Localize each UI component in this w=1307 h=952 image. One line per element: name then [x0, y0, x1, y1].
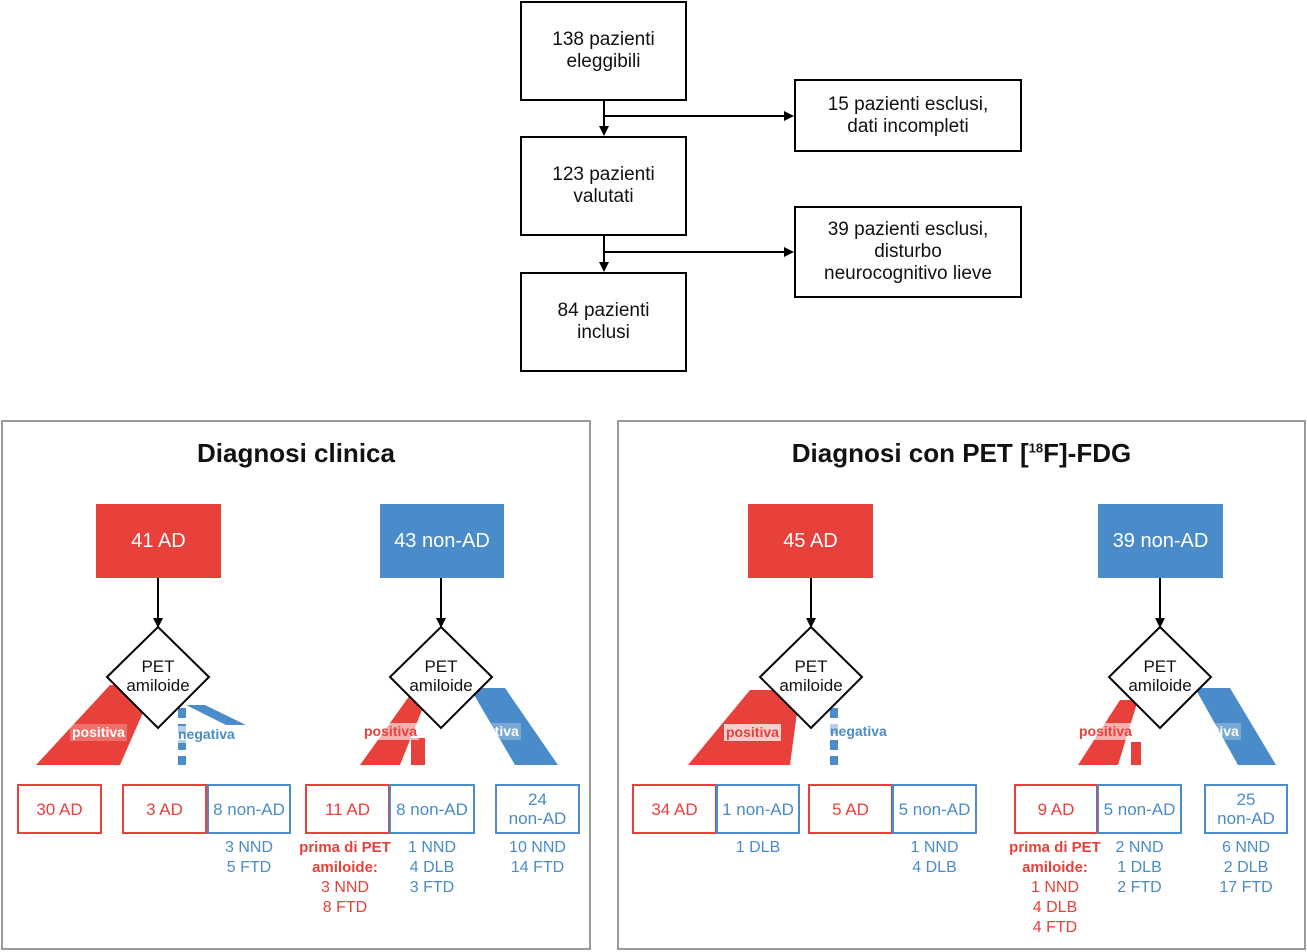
outcome-box: 8 non-AD [207, 784, 291, 834]
pet-decision-diamond [1107, 625, 1213, 730]
outcome-box: 3 AD [122, 784, 207, 834]
flow-connectors [599, 101, 794, 272]
negative-label: negativa [460, 723, 521, 740]
fdg-nonad-box: 39 non-AD [1098, 504, 1223, 578]
outcome-box: 5 AD [808, 784, 893, 834]
outcome-box: 5 non-AD [1097, 784, 1182, 834]
outcome-box: 30 AD [17, 784, 102, 834]
fdg-diagnosis-panel [617, 420, 1306, 950]
outcome-box: 11 AD [305, 784, 390, 834]
outcome-box: 34 AD [632, 784, 717, 834]
positive-label: positiva [724, 724, 781, 741]
breakdown-text: 1 DLB [735, 839, 781, 856]
positive-band [36, 685, 155, 765]
negative-band [1195, 688, 1276, 765]
clinical-panel-title: Diagnosi clinica [197, 438, 395, 468]
outcome-box: 9 AD [1014, 784, 1098, 834]
positive-label: positiva [1077, 723, 1134, 740]
outcome-box: 5 non-AD [892, 784, 977, 834]
negative-band [470, 688, 558, 765]
clinical-diagnosis-panel [1, 420, 591, 950]
negative-label: negativa [828, 723, 889, 740]
excluded-incomplete-box: 15 pazienti esclusi,dati incompleti [794, 79, 1022, 152]
fdg-ad-box: 45 AD [748, 504, 873, 578]
positive-label: positiva [362, 723, 419, 740]
pet-decision-diamond [388, 625, 494, 730]
pet-decision-diamond [758, 625, 864, 730]
clinical-nonad-box: 43 non-AD [380, 504, 504, 578]
pet-decision-diamond [105, 625, 211, 730]
negative-label: negativa [176, 726, 237, 743]
negative-label: negativa [1180, 723, 1241, 740]
positive-label: positiva [70, 724, 127, 741]
outcome-box: 8 non-AD [389, 784, 475, 834]
fdg-panel-title: Diagnosi con PET [18F]-FDG [791, 438, 1132, 468]
clinical-ad-box: 41 AD [96, 504, 221, 578]
outcome-box: 1 non-AD [716, 784, 800, 834]
